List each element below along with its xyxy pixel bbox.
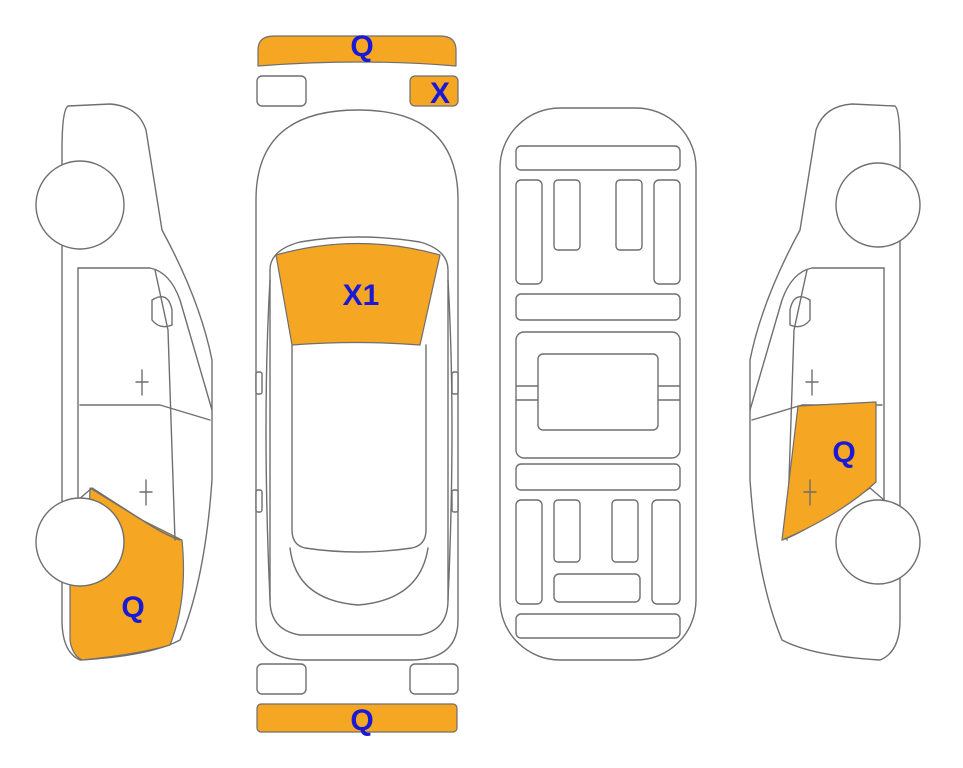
underbody-front-left-box [553,179,581,251]
left-rear-handle [139,479,153,506]
left-front-handle [135,369,149,396]
top-view-left-line [265,279,271,601]
windshield-damage[interactable] [275,242,441,346]
front-bumper-damage[interactable] [257,35,457,67]
underbody-mid-strip-top [515,293,681,321]
right-mirror-top [451,371,459,395]
right-handle-top [451,489,459,513]
underbody-rear-left-column [515,499,543,605]
underbody-front-strip [515,145,681,171]
left-rear-wheel [35,497,125,587]
right-rear-door-label: Q [832,436,855,469]
top-view-body [255,109,459,661]
underbody-rear-center-box [553,573,641,603]
left-mirror-top [255,371,263,395]
underbody-mid-strip-bottom [515,463,681,491]
right-side-view: Q [749,103,921,661]
front-right-plate-damage[interactable] [409,75,459,107]
rear-bumper-label: Q [350,704,373,737]
underbody-front-right-column [653,179,681,285]
left-window-line [79,404,211,421]
rear-right-plate[interactable] [409,663,459,695]
rear-bumper-damage[interactable] [256,703,458,733]
left-handle-top [255,489,263,513]
underbody-rear-left-box [553,499,581,563]
top-view: Q X X1 Q [255,30,459,737]
left-side-body [61,103,213,661]
right-front-handle [805,369,819,396]
left-front-wheel [35,160,125,250]
underbody-outline [499,107,697,661]
right-rear-handle [803,479,817,506]
top-view-rear-window [289,547,429,606]
left-mirror [151,296,173,328]
underbody-rear-right-column [651,499,681,605]
right-pillar [786,269,808,541]
top-view-right-line [447,279,453,601]
underbody-center-divider [515,385,681,401]
right-rear-wheel [835,499,921,585]
underbody-center-panel [537,353,659,431]
left-pillar [154,269,176,541]
underbody-rear-right-box [611,499,639,563]
right-rear-door-damage[interactable] [781,401,877,541]
left-side-view: Q [35,103,213,661]
underbody-view [499,107,697,661]
front-bumper-label: Q [350,30,373,63]
right-side-body [749,103,901,661]
front-left-plate[interactable] [256,75,307,107]
underbody-front-right-box [615,179,643,251]
underbody-rear-strip [515,613,681,639]
right-front-wheel [835,162,921,248]
front-right-plate-label: X [430,77,450,110]
left-door-line [77,267,213,411]
left-rear-quarter-label: Q [121,591,144,624]
right-mirror [789,296,811,328]
top-view-cabin [269,236,449,636]
rear-left-plate[interactable] [256,663,307,695]
underbody-front-left-column [515,179,543,285]
top-view-roof [291,344,427,553]
windshield-label: X1 [343,279,380,312]
right-door-line [749,267,885,411]
